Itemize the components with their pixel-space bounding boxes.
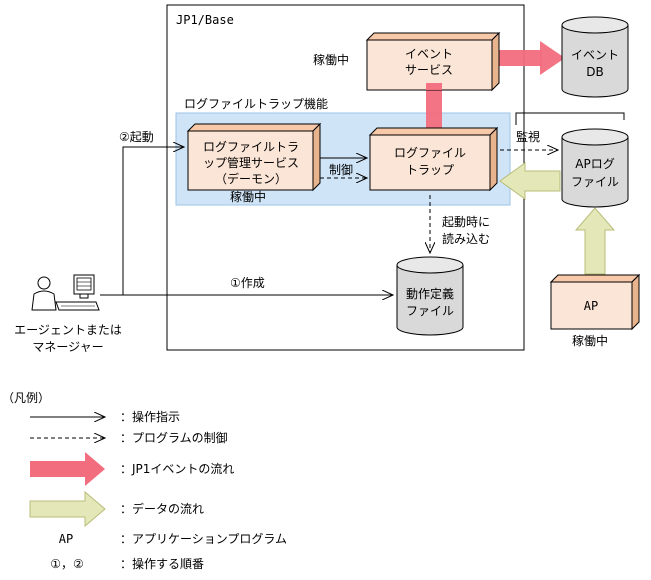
legend-item-ap: ：アプリケーションプログラム bbox=[120, 532, 287, 546]
read-label-line1: 起動時に bbox=[442, 215, 490, 229]
ap-box-label: AP bbox=[584, 299, 598, 313]
legend-item-dashed-arrow: ：プログラムの制御 bbox=[120, 430, 228, 445]
monitor-bracket-line bbox=[515, 112, 625, 125]
event-service-line1: イベント bbox=[405, 47, 453, 61]
data-flow-arrow-left bbox=[499, 162, 561, 200]
logtrap-function-label: ログファイルトラップ機能 bbox=[184, 96, 328, 111]
legend-order-symbol: ①，② bbox=[50, 557, 84, 571]
event-db-line1: イベント bbox=[571, 48, 619, 62]
user-computer-icon bbox=[31, 274, 100, 311]
event-service-line2: サービス bbox=[405, 63, 453, 77]
manager-service-box: ログファイルトラ ップ管理サービス （デーモン） bbox=[186, 122, 322, 192]
def-file-line2: ファイル bbox=[406, 304, 454, 318]
event-flow-overlap bbox=[426, 83, 442, 90]
manager-service-line3: （デーモン） bbox=[215, 171, 287, 186]
legend-item-yellow-arrow: ：データの流れ bbox=[120, 501, 204, 516]
legend-item-red-arrow: ：JP1イベントの流れ bbox=[120, 462, 234, 476]
data-flow-arrow-up bbox=[574, 207, 616, 275]
event-service-status: 稼働中 bbox=[313, 52, 349, 67]
manager-service-line1: ログファイルトラ bbox=[203, 140, 299, 154]
legend-item-order: ：操作する順番 bbox=[120, 556, 204, 571]
logfile-trap-line2: トラップ bbox=[406, 163, 454, 177]
agent-line1: エージェントまたは bbox=[14, 323, 122, 337]
event-flow-head bbox=[540, 41, 565, 75]
def-file-cylinder: 動作定義 ファイル bbox=[396, 256, 464, 336]
logfile-trap-box: ログファイル トラップ bbox=[368, 126, 499, 192]
event-service-box: イベント サービス bbox=[365, 31, 501, 92]
legend-title: （凡例） bbox=[2, 391, 50, 405]
manager-service-line2: ップ管理サービス bbox=[203, 155, 299, 170]
event-flow-horizontal bbox=[490, 50, 542, 66]
ap-logfile-line2: ファイル bbox=[571, 175, 619, 189]
read-label-line2: 読み込む bbox=[442, 231, 490, 246]
logfile-trap-line1: ログファイル bbox=[394, 146, 466, 160]
create-label: ①作成 bbox=[230, 276, 265, 290]
monitor-label: 監視 bbox=[516, 129, 540, 144]
legend-yellow-arrow-symbol bbox=[29, 490, 106, 528]
jp1-base-label: JP1/Base bbox=[176, 13, 234, 27]
ap-logfile-cylinder: APログ ファイル bbox=[561, 128, 629, 208]
control-label: 制御 bbox=[329, 162, 353, 177]
ap-logfile-line1: APログ bbox=[575, 157, 614, 171]
ap-box: AP bbox=[549, 273, 641, 331]
ap-box-status: 稼働中 bbox=[572, 333, 608, 348]
def-file-line1: 動作定義 bbox=[406, 286, 454, 301]
agent-line2: マネージャー bbox=[32, 340, 103, 354]
legend-red-arrow-symbol bbox=[30, 452, 105, 486]
logtrap-status: 稼働中 bbox=[230, 189, 266, 204]
event-db-line2: DB bbox=[586, 65, 603, 79]
legend-ap-symbol: AP bbox=[59, 532, 73, 546]
event-db-cylinder: イベント DB bbox=[561, 16, 629, 98]
legend-item-solid-arrow: ：操作指示 bbox=[120, 409, 180, 424]
start-label: ②起動 bbox=[119, 130, 154, 144]
